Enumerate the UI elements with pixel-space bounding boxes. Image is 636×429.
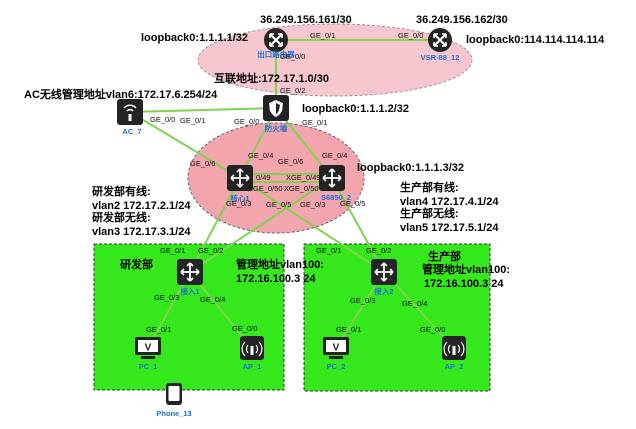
- port-label: GE_0/3: [226, 199, 251, 208]
- device-label-access2: 接入2: [374, 286, 393, 296]
- rd-mgmt-value: 172.16.100.3 24: [236, 273, 316, 285]
- access-point-icon: [239, 335, 265, 361]
- device-label-ap1: AP_1: [243, 362, 262, 371]
- device-label-phone: Phone_13: [156, 409, 191, 418]
- pd-wired-title: 生产部有线:: [400, 180, 459, 194]
- link-ac-firewall: [129, 107, 277, 113]
- link-s6850-access1: [189, 177, 333, 273]
- device-label-ac: AC_7: [122, 127, 141, 136]
- link-lines: [129, 39, 455, 349]
- loopback-firewall: loopback0:1.1.1.2/32: [302, 103, 409, 115]
- rd-wired-title: 研发部有线:: [92, 184, 151, 198]
- ip-label-left: 36.249.156.161/30: [260, 14, 352, 26]
- port-label: GE_0/1: [180, 116, 205, 125]
- link-core1-access1: [189, 177, 241, 273]
- port-label: GE_0/2: [280, 86, 305, 95]
- switch-icon: [176, 258, 204, 286]
- pd-mgmt-title: 管理地址vlan100:: [422, 262, 510, 276]
- port-label: GE_0/0: [234, 117, 259, 126]
- port-label: GE_0/1: [336, 325, 361, 334]
- link-core1-access2: [239, 177, 385, 273]
- egress-router[interactable]: [263, 27, 289, 53]
- port-label: GE_0/2: [198, 246, 223, 255]
- firewall-device[interactable]: [263, 95, 289, 121]
- router-icon: [263, 27, 289, 53]
- router-icon: [427, 27, 453, 53]
- rd-mgmt-title: 管理地址vlan100:: [236, 257, 324, 271]
- port-label: XGE_0/49: [286, 173, 321, 182]
- switch-icon: [370, 258, 398, 286]
- port-label: GE_0/0: [398, 31, 423, 40]
- port-label: GE_0/4: [322, 151, 347, 160]
- port-label: GE_0/0: [232, 324, 257, 333]
- pd-mgmt-value: 172.16.100.3 24: [424, 278, 504, 290]
- core-zone-ellipse: [187, 122, 365, 234]
- ap2-device[interactable]: [441, 335, 467, 361]
- device-label-pc1: PC_1: [139, 362, 158, 371]
- port-label: GE_0/0: [150, 115, 175, 124]
- device-label-ap2: AP_2: [445, 362, 464, 371]
- device-label-pc2: PC_2: [327, 362, 346, 371]
- ap1-device[interactable]: [239, 335, 265, 361]
- link-access2-ap2: [383, 271, 455, 349]
- port-label: GE_0/3: [350, 296, 375, 305]
- port-label: GE_0/1: [160, 246, 185, 255]
- port-label: GE_0/4: [200, 295, 225, 304]
- port-label: GE_0/5: [340, 199, 365, 208]
- port-label: GE_0/3: [154, 293, 179, 302]
- device-label-vsr: VSR-88_12: [421, 53, 460, 62]
- loopback-egress: loopback0:1.1.1.1/32: [141, 32, 248, 44]
- device-label-core1: 核心1: [230, 193, 249, 203]
- port-label: GE_0/1: [302, 118, 327, 127]
- port-label: GE_0/6: [190, 159, 215, 168]
- port-label: 0/49: [256, 173, 271, 182]
- rd-wireless-title: 研发部无线:: [92, 210, 151, 224]
- rd-wired-value: vlan2 172.17.2.1/24: [92, 200, 191, 212]
- pd-wireless-value: vlan5 172.17.5.1/24: [400, 222, 499, 234]
- switch-icon: [318, 164, 346, 192]
- port-label: GE_0/1: [310, 31, 335, 40]
- device-label-access1: 接入1: [180, 286, 199, 296]
- rd-zone-title: 研发部: [120, 257, 153, 271]
- access-point-icon: [441, 335, 467, 361]
- pd-wired-value: vlan4 172.17.4.1/24: [400, 196, 499, 208]
- wireless-controller-icon: [116, 98, 144, 126]
- ac-device[interactable]: [116, 98, 144, 126]
- port-label: GE_0/0: [420, 325, 445, 334]
- access2-switch[interactable]: [370, 258, 398, 286]
- firewall-icon: [263, 95, 289, 121]
- port-label: XGE_0/50: [248, 184, 283, 193]
- rd-wireless-value: vlan3 172.17.3.1/24: [92, 226, 191, 238]
- loopback-vsr: loopback0:114.114.114.114: [466, 34, 605, 46]
- loopback-s6850: loopback0:1.1.1.3/32: [357, 162, 464, 174]
- s6850-switch[interactable]: [318, 164, 346, 192]
- port-label: GE_0/5: [266, 200, 291, 209]
- pd-zone-title: 生产部: [428, 249, 461, 263]
- port-label: GE_0/6: [278, 157, 303, 166]
- device-label-firewall: 防火墙: [265, 123, 288, 133]
- port-label: GE_0/4: [248, 151, 273, 160]
- port-label: GE_0/1: [146, 325, 171, 334]
- ac-mgmt-address: AC无线管理地址vlan6:172.17.6.254/24: [24, 87, 218, 101]
- port-label: GE_0/1: [316, 246, 341, 255]
- phone-device[interactable]: [166, 383, 182, 405]
- port-label: GE_0/0: [280, 52, 305, 61]
- port-label: XGE_0/50: [284, 184, 319, 193]
- phone-icon: [166, 383, 182, 405]
- link-ac-core1: [129, 111, 241, 179]
- port-label: GE_0/2: [366, 246, 391, 255]
- link-s6850-access2: [331, 177, 385, 273]
- port-label: GE_0/4: [402, 299, 427, 308]
- ip-label-right: 36.249.156.162/30: [416, 14, 508, 26]
- vsr-router[interactable]: [427, 27, 453, 53]
- port-label: GE_0/3: [300, 200, 325, 209]
- device-label-egress: 出口路由器: [257, 49, 295, 59]
- device-label-s6850: S6850_2: [321, 193, 351, 202]
- interconnect-address: 互联地址:172.17.1.0/30: [214, 71, 329, 85]
- pd-wireless-title: 生产部无线:: [400, 206, 459, 220]
- access1-switch[interactable]: [176, 258, 204, 286]
